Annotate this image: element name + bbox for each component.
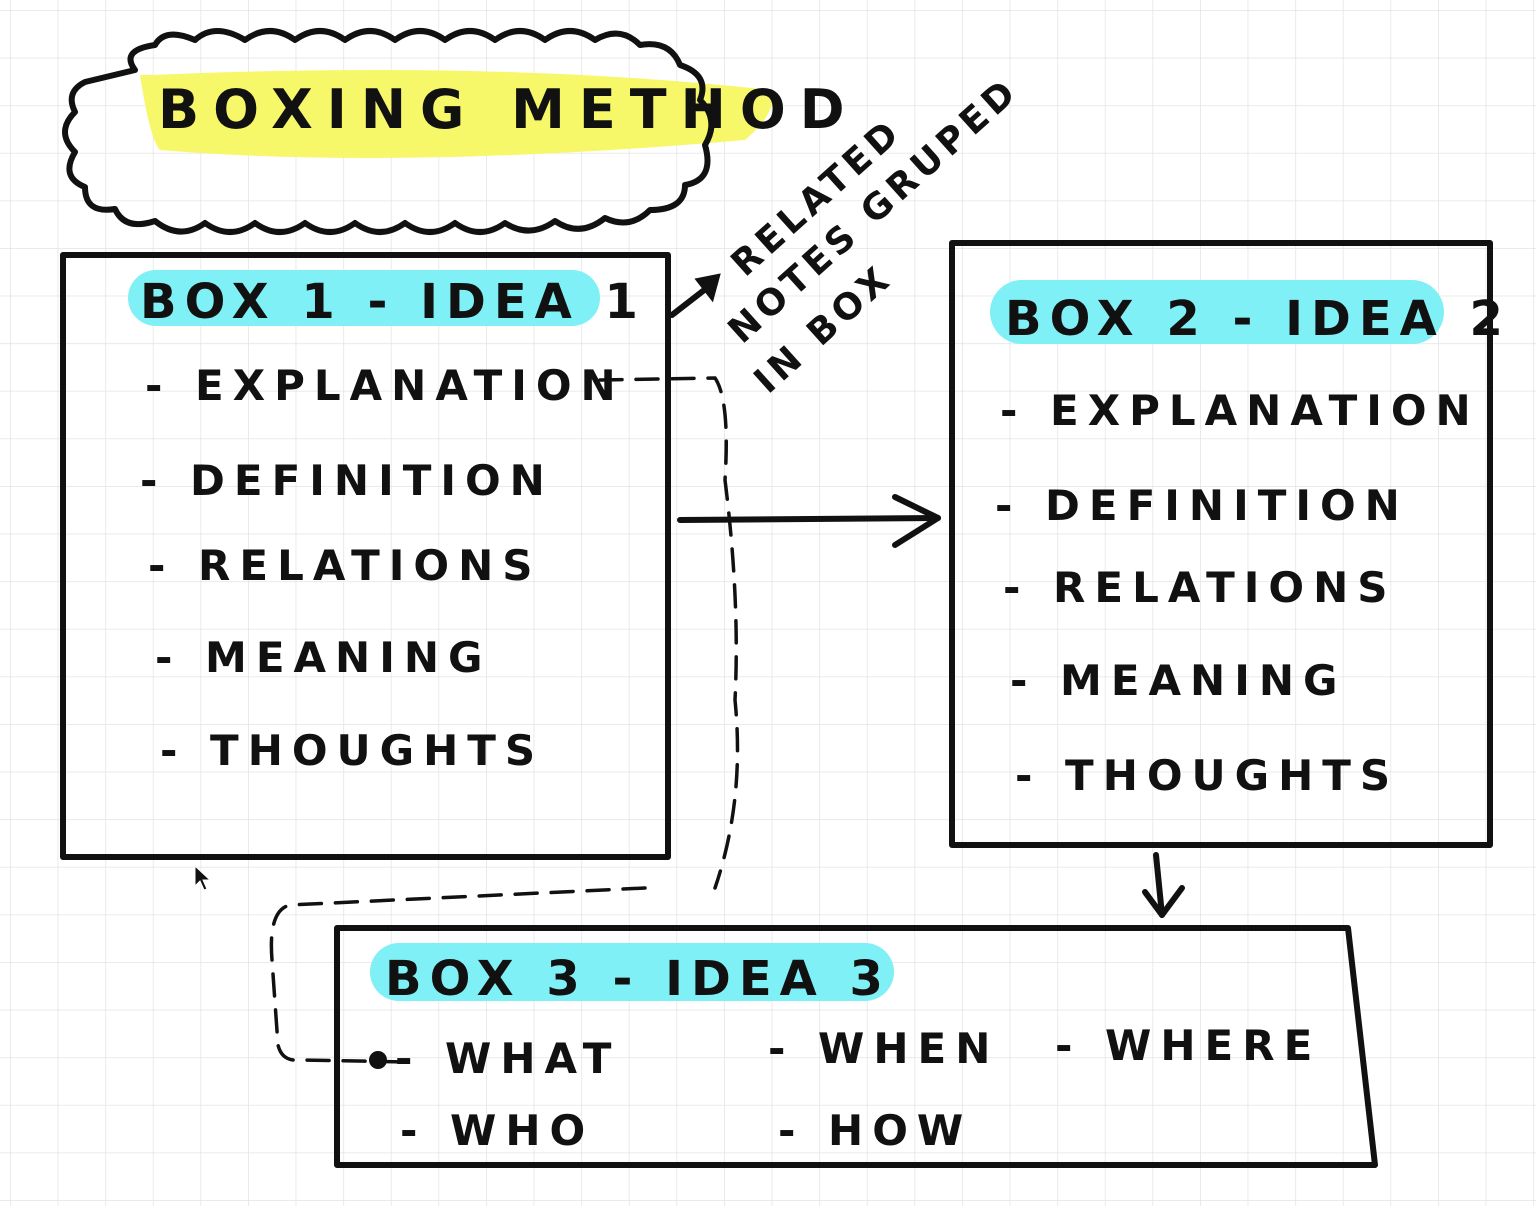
box-2-title-highlight (990, 280, 1444, 344)
page-title: BOXING METHOD (158, 78, 859, 141)
box-2[interactable]: BOX 2 - IDEA 2 - EXPLANATION - DEFINITIO… (949, 240, 1511, 848)
box-1-item: - EXPLANATION (145, 361, 625, 410)
mouse-cursor-icon (194, 864, 212, 891)
box-3-item: - WHAT (395, 1034, 620, 1083)
box-1-border (60, 252, 671, 860)
box-2-item: - THOUGHTS (1015, 751, 1399, 800)
box-2-item: - RELATIONS (1003, 563, 1396, 612)
box-1-title: BOX 1 - IDEA 1 (140, 274, 646, 330)
box-1-title-highlight (128, 270, 600, 326)
connectors (269, 376, 1185, 1069)
box-3-border (334, 925, 1378, 1168)
box2-to-box3-arrow (1153, 852, 1165, 918)
box-3-item: - WHERE (1055, 1021, 1321, 1070)
arrowhead-down-icon (1142, 885, 1185, 918)
title-cloud: BOXING METHOD (62, 28, 859, 235)
box-2-title: BOX 2 - IDEA 2 (1005, 291, 1511, 347)
cloud-outline (62, 28, 715, 235)
box-3[interactable]: BOX 3 - IDEA 3 - WHAT - WHEN - WHERE - W… (334, 925, 1378, 1168)
box-1-item: - DEFINITION (140, 456, 554, 505)
arrowhead-icon (694, 273, 721, 303)
dashed-link-vertical (598, 376, 740, 890)
arrowhead-right-icon (892, 494, 941, 548)
box-1-item: - RELATIONS (148, 541, 541, 590)
box-1-item: - MEANING (155, 633, 491, 682)
box-1[interactable]: BOX 1 - IDEA 1 - EXPLANATION - DEFINITIO… (60, 252, 671, 860)
box-1-item: - THOUGHTS (160, 726, 544, 775)
box-3-title: BOX 3 - IDEA 3 (385, 951, 891, 1007)
title-highlight (140, 70, 773, 158)
box-3-title-highlight (370, 943, 894, 1001)
box1-to-box2-arrow (677, 515, 941, 523)
box-3-item: - WHEN (768, 1024, 999, 1073)
dot-icon (369, 1051, 387, 1069)
box-2-item: - EXPLANATION (1000, 386, 1480, 435)
box-3-item: - WHO (400, 1106, 594, 1155)
dashed-link-to-what (269, 886, 647, 1064)
box-2-item: - DEFINITION (995, 481, 1409, 530)
box-2-item: - MEANING (1010, 656, 1346, 705)
box-3-item: - HOW (778, 1106, 972, 1155)
box-2-border (949, 240, 1493, 848)
